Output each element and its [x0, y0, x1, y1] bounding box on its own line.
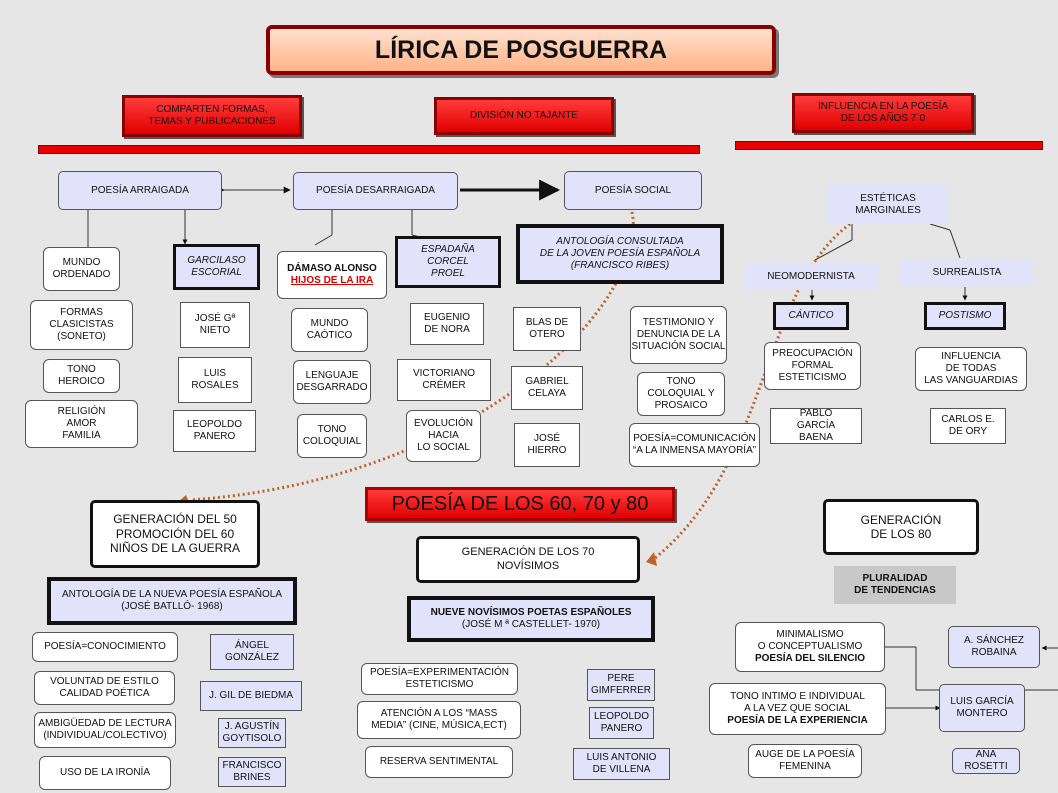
testimonio-denuncia: TESTIMONIO Y DENUNCIA DE LA SITUACIÓN SO…: [630, 306, 727, 364]
poesia-arraigada: POESÍA ARRAIGADA: [58, 171, 222, 210]
mundo-ordenado: MUNDO ORDENADO: [43, 247, 120, 291]
atencion-mass-media: ATENCIÓN A LOS “MASS MEDIA” (CINE, MÚSIC…: [357, 701, 521, 739]
damaso-alonso: DÁMASO ALONSO: [287, 263, 377, 274]
pluralidad-tendencias: PLURALIDAD DE TENDENCIAS: [834, 566, 956, 604]
surrealista: SURREALISTA: [900, 260, 1034, 286]
poesia-de-la-experiencia: POESÍA DE LA EXPERIENCIA: [727, 715, 868, 726]
author-leopoldo-panero: LEOPOLDO PANERO: [173, 410, 256, 452]
poesia-desarraigada: POESÍA DESARRAIGADA: [293, 172, 458, 210]
author-gabriel-celaya: GABRIEL CELAYA: [511, 366, 583, 410]
garcilaso-escorial: GARCILASO ESCORIAL: [173, 244, 260, 290]
reserva-sentimental: RESERVA SENTIMENTAL: [365, 746, 513, 778]
formas-clasicistas: FORMAS CLASICISTAS (SONETO): [30, 300, 133, 350]
influencia-vanguardias: INFLUENCIA DE TODAS LAS VANGUARDIAS: [915, 347, 1027, 391]
poesia-del-silencio: POESÍA DEL SILENCIO: [754, 653, 866, 664]
voluntad-de-estilo: VOLUNTAD DE ESTILO CALIDAD POÉTICA: [34, 671, 175, 705]
uso-ironia: USO DE LA IRONÍA: [39, 756, 171, 790]
generacion-80: GENERACIÓN DE LOS 80: [823, 499, 979, 555]
header-comparten: COMPARTEN FORMAS, TEMAS Y PUBLICACIONES: [122, 95, 302, 137]
nueve-novisimos: NUEVE NOVÍSIMOS POETAS ESPAÑOLES: [430, 607, 632, 618]
preocupacion-formal: PREOCUPACIÓN FORMAL ESTETICISMO: [764, 342, 861, 390]
antologia-consultada: ANTOLOGÍA CONSULTADA DE LA JOVEN POESÍA …: [516, 224, 724, 284]
red-divider-right: [735, 141, 1043, 150]
author-eugenio-de-nora: EUGENIO DE NORA: [410, 303, 484, 345]
poesia-60-70-80: POESÍA DE LOS 60, 70 y 80: [365, 487, 675, 521]
mundo-caotico: MUNDO CAÓTICO: [291, 308, 368, 352]
author-garcia-montero: LUIS GARCÍA MONTERO: [939, 684, 1025, 732]
poesia-experimentacion: POESÍA=EXPERIMENTACIÓN ESTETICISMO: [361, 663, 518, 695]
author-victoriano-cremer: VICTORIANO CRÉMER: [397, 359, 491, 401]
author-francisco-brines: FRANCISCO BRINES: [218, 757, 286, 787]
religion-amor-familia: RELIGIÓN AMOR FAMILIA: [25, 400, 138, 448]
author-ana-rosetti: ANA ROSETTI: [952, 748, 1020, 774]
lenguaje-desgarrado: LENGUAJE DESGARRADO: [293, 360, 371, 404]
castellet: (JOSÉ M ª CASTELLET- 1970): [461, 619, 601, 630]
author-agustin-goytisolo: J. AGUSTÍN GOYTISOLO: [218, 718, 286, 748]
esteticas-marginales: ESTÉTICAS MARGINALES: [828, 186, 948, 224]
author-leopoldo-panero-70: LEOPOLDO PANERO: [589, 707, 654, 739]
header-division: DIVISIÓN NO TAJANTE: [434, 97, 614, 135]
neomodernista: NEOMODERNISTA: [745, 264, 877, 290]
auge-poesia-femenina: AUGE DE LA POESÍA FEMENINA: [748, 744, 862, 778]
tono-coloquial-prosaico: TONO COLOQUIAL Y PROSAICO: [637, 372, 725, 416]
author-blas-de-otero: BLAS DE OTERO: [513, 307, 581, 351]
author-sanchez-robaina: A. SÁNCHEZ ROBAINA: [948, 626, 1040, 668]
antologia-nueva-poesia: ANTOLOGÍA DE LA NUEVA POESÍA ESPAÑOLA (J…: [47, 577, 297, 625]
generacion-70: GENERACIÓN DE LOS 70 NOVÍSIMOS: [416, 536, 640, 583]
author-gil-de-biedma: J. GIL DE BIEDMA: [200, 681, 302, 711]
header-influencia: INFLUENCIA EN LA POESÍA DE LOS AÑOS 7´0: [792, 93, 974, 133]
tono-coloquial: TONO COLOQUIAL: [297, 414, 367, 458]
tono-heroico: TONO HEROICO: [43, 359, 120, 393]
hijos-de-la-ira: HIJOS DE LA IRA: [290, 275, 374, 286]
poesia-comunicacion: POESÍA=COMUNICACIÓN “A LA INMENSA MAYORÍ…: [629, 423, 760, 467]
author-carlos-de-ory: CARLOS E. DE ORY: [930, 408, 1006, 444]
tono-intimo: TONO INTIMO E INDIVIDUAL A LA VEZ QUE SO…: [730, 691, 865, 714]
author-luis-antonio-de-villena: LUIS ANTONIO DE VILLENA: [573, 748, 670, 780]
author-luis-rosales: LUIS ROSALES: [178, 357, 252, 403]
espadana-corcel-proel: ESPADAÑA CORCEL PROEL: [395, 236, 501, 288]
author-jose-nieto: JOSÉ Gª NIETO: [180, 302, 250, 348]
poesia-conocimiento: POESÍA=CONOCIMIENTO: [32, 632, 178, 662]
minimalismo-box: MINIMALISMO O CONCEPTUALISMO POESÍA DEL …: [735, 622, 885, 672]
cantico: CÁNTICO: [773, 302, 849, 330]
generacion-50: GENERACIÓN DEL 50 PROMOCIÓN DEL 60 NIÑOS…: [90, 500, 260, 568]
postismo: POSTISMO: [924, 302, 1006, 330]
damaso-alonso-box: DÁMASO ALONSO HIJOS DE LA IRA: [277, 251, 387, 299]
red-divider-left: [38, 145, 700, 154]
author-angel-gonzalez: ÁNGEL GONZÁLEZ: [210, 634, 294, 670]
author-pere-gimferrer: PERE GIMFERRER: [587, 669, 655, 701]
tono-intimo-box: TONO INTIMO E INDIVIDUAL A LA VEZ QUE SO…: [709, 683, 886, 735]
ambiguedad-lectura: AMBIGÜEDAD DE LECTURA (INDIVIDUAL/COLECT…: [34, 712, 176, 748]
evolucion-hacia-lo-social: EVOLUCIÓN HACIA LO SOCIAL: [406, 410, 481, 462]
author-jose-hierro: JOSÉ HIERRO: [514, 423, 580, 467]
page-title: LÍRICA DE POSGUERRA: [266, 25, 776, 75]
poesia-social: POESÍA SOCIAL: [564, 171, 702, 210]
minimalismo: MINIMALISMO O CONCEPTUALISMO: [757, 629, 863, 652]
nueve-novisimos-box: NUEVE NOVÍSIMOS POETAS ESPAÑOLES (JOSÉ M…: [407, 596, 655, 642]
author-pablo-garcia-baena: PABLO GARCÍA BAENA: [770, 408, 862, 444]
